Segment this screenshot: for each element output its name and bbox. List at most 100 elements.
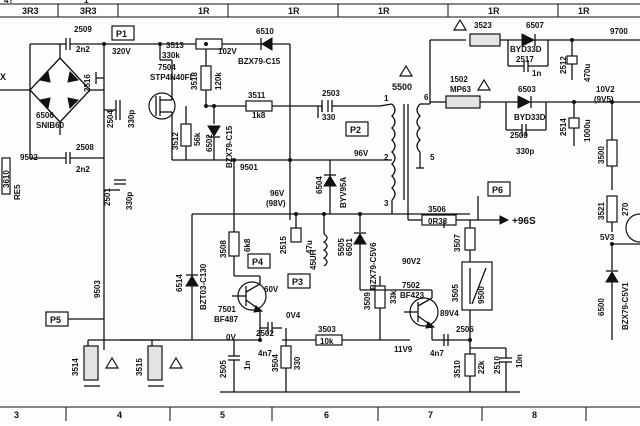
r-3511: 3511 [248, 91, 266, 100]
probe-p3: P3 [292, 277, 303, 287]
ruler-bottom-7: 7 [428, 410, 433, 420]
v96-trafo: 96V [354, 149, 369, 158]
ruler-bottom-3: 3 [14, 410, 19, 420]
r-3515: 3515 [135, 358, 144, 376]
bridge-caps: 2509 2n2 2508 2n2 9502 3610 RE5 [1, 25, 104, 200]
r-3503-val: 10k [320, 337, 334, 346]
ruler-label-5: 1R [378, 6, 390, 16]
cap-2517-val: 1n [532, 69, 541, 78]
d-6502-type: BZX79-C15 [225, 125, 234, 168]
cap-2502-val: 4n7 [258, 349, 272, 358]
r-3511-val: 1k8 [252, 111, 266, 120]
primary-rail: P1 320V 2516 2504 330p 2501 330p [83, 25, 160, 240]
cap-2514-val: 1000u [583, 119, 592, 142]
ruler-label-7: 1R [578, 6, 590, 16]
cap-2501: 2501 [103, 188, 112, 206]
r-3509-val: 33k [389, 290, 398, 304]
t-7502: 7502 [402, 281, 420, 290]
cap-2503-val: 330 [322, 113, 336, 122]
top-ruler: 3R3 3R3 1R 1R 1R 1R 1R 4? 1 [0, 0, 640, 18]
v102: 102V [218, 47, 237, 56]
cap-2508-val: 2n2 [76, 165, 90, 174]
junction-dots [102, 38, 614, 342]
cap-2504-val: 330p [127, 110, 136, 128]
ruler-bottom-8: 8 [532, 410, 537, 420]
cap-2512-val: 470u [583, 64, 592, 82]
ruler-frag-2: 1 [84, 0, 89, 5]
cap-2500-val: 330p [516, 147, 534, 156]
v90: 90V2 [402, 257, 421, 266]
v320: 320V [112, 47, 131, 56]
r-3521-val: 270 [621, 202, 630, 216]
probe-p2: P2 [350, 125, 361, 135]
d-6500: 6500 [597, 298, 606, 316]
cap-2501-val: 330p [125, 192, 134, 210]
r-3508: 3508 [219, 240, 228, 258]
coil-5505: 5505 [337, 238, 346, 256]
ruler-label-2: 3R3 [80, 6, 97, 16]
v0: 0V [226, 333, 236, 342]
ruler-bottom-5: 5 [220, 410, 225, 420]
r-3521: 3521 [597, 202, 606, 220]
ruler-label-6: 1R [488, 6, 500, 16]
ruler-label-3: 1R [198, 6, 210, 16]
ruler-bottom-4: 4 [117, 410, 122, 420]
pin-2: 2 [384, 153, 389, 162]
pin-5: 5 [430, 153, 435, 162]
frag-re5: RE5 [13, 184, 22, 200]
v9: (9V5) [594, 95, 614, 104]
probe-p1: P1 [116, 29, 127, 39]
d-6510: 6510 [256, 27, 274, 36]
d-6514-type: BZT03-C130 [199, 263, 208, 310]
r-3500: 3500 [597, 146, 606, 164]
r-3510: 3510 [453, 360, 462, 378]
d-6507: 6507 [526, 21, 544, 30]
cap-2503: 2503 [322, 89, 340, 98]
cap-2515: 2515 [279, 236, 288, 254]
cap-2500: 2500 [510, 131, 528, 140]
cap-2516: 2516 [83, 74, 92, 92]
cap-2514: 2514 [559, 118, 568, 136]
gate-network: 3513 330k 3518 120k 102V 6510 BZX79-C15 … [160, 27, 322, 220]
frag-3610: 3610 [2, 170, 11, 188]
out-9700: 9700 [610, 27, 628, 36]
d-6507-type: BYD33D [510, 45, 542, 54]
r-3504: 3504 [271, 354, 280, 372]
probe-p6: P6 [492, 185, 503, 195]
d-6510-type: BZX79-C15 [238, 57, 281, 66]
driver-stage: 3508 6k8 6514 BZT03-C130 7501 BF487 P4 6… [93, 160, 410, 392]
v98-rail: (98V) [266, 199, 286, 208]
r-3510-val: 22k [477, 360, 486, 374]
r-3504-val: 330 [293, 356, 302, 370]
cap-2512: 2512 [559, 56, 568, 74]
r-3513-val: 330k [162, 51, 180, 60]
net-9502: 9502 [20, 153, 38, 162]
r-3506: 3506 [428, 205, 446, 214]
cap-2504: 2504 [106, 110, 115, 128]
p5-block: P5 3514 3515 [45, 311, 184, 387]
r-3518-val: 120k [214, 72, 223, 90]
ruler-label-4: 1R [288, 6, 300, 16]
bridge-rectifier: 6506 SNIB60 X [0, 44, 104, 135]
r-3503: 3503 [318, 325, 336, 334]
cap-2509-val: 2n2 [76, 45, 90, 54]
v60: 60V [264, 285, 279, 294]
r-3512-val: 56k [193, 132, 202, 146]
v89: 89V4 [440, 309, 459, 318]
cap-2508: 2508 [76, 143, 94, 152]
pin-6: 6 [424, 93, 429, 102]
v11: 11V9 [394, 345, 413, 354]
coil-1502: 1502 [450, 75, 468, 84]
v10: 10V2 [596, 85, 615, 94]
ruler-bottom-6: 6 [324, 410, 329, 420]
d-6504: 6504 [315, 176, 324, 194]
t-7502-type: BF423 [400, 291, 425, 300]
r-3518: 3518 [190, 72, 199, 90]
bridge-type: SNIB60 [36, 121, 65, 130]
v5: 5V3 [600, 233, 615, 242]
output-96s: +96S [512, 216, 536, 227]
pin-1: 1 [384, 94, 389, 103]
fet-type: STP4N40FI [150, 73, 192, 82]
coil-val: 45UH [309, 249, 318, 270]
